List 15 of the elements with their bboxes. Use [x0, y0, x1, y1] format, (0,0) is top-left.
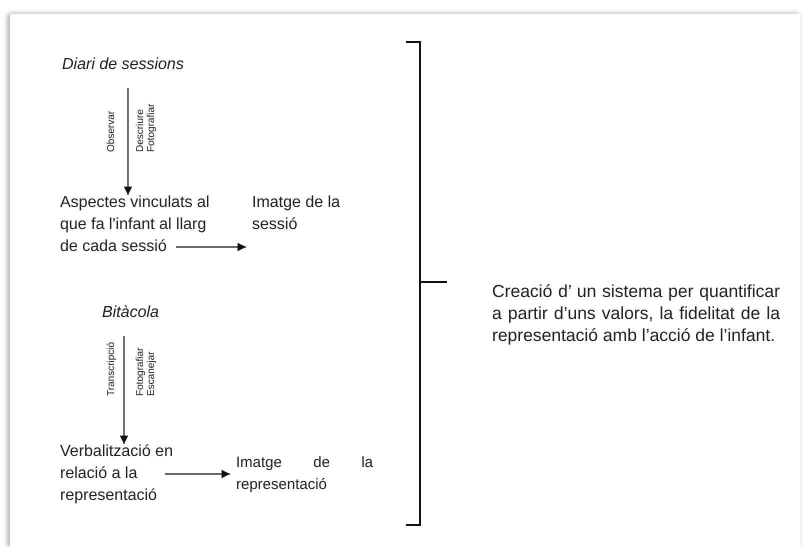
- vertical-label: Fotografiar Escanejar: [135, 346, 157, 396]
- vertical-label: Descriure Fotografiar: [135, 102, 157, 152]
- arrow: [176, 242, 246, 252]
- arrow: [165, 470, 230, 478]
- vertical-label: Observar: [106, 110, 117, 152]
- node-text: Imatge de la sessió: [252, 193, 342, 235]
- arrow: [120, 336, 128, 444]
- vertical-label: Transcripció: [106, 340, 117, 396]
- heading-text: Diari de sessions: [62, 55, 185, 75]
- node-text: Verbalització en relació a la representació: [60, 442, 174, 506]
- node-text: Imatge de la representació: [236, 453, 373, 495]
- node-text: Creació d’ un sistema per quantificar a partir d’uns valors, la fidelitat de la representació amb l’acció de l’infant.: [492, 280, 780, 346]
- arrow: [124, 88, 132, 195]
- heading-text: Bitàcola: [102, 303, 160, 323]
- node-text: Aspectes vinculats al que fa l'infant al llarg de cada sessió: [60, 193, 210, 257]
